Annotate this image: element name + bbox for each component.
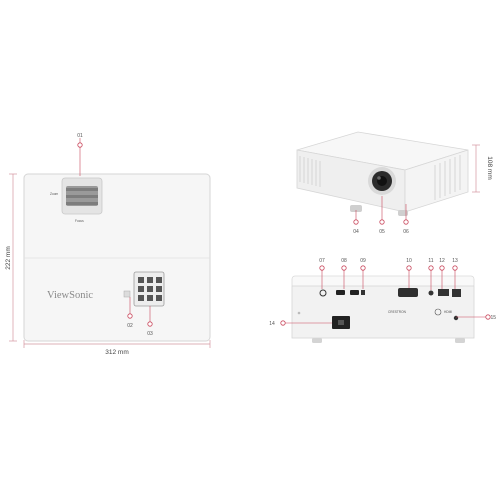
callout-10-label: 10	[406, 258, 412, 264]
front-vent-grille	[299, 156, 321, 187]
callout-06-marker	[403, 219, 409, 225]
security-slot	[453, 315, 459, 321]
hdmi-port-1	[336, 290, 345, 295]
usb-power-port	[438, 289, 449, 296]
callout-08-label: 08	[341, 258, 347, 264]
height-dimension: 222 mm	[5, 173, 17, 342]
depth-label: 108 mm	[486, 156, 493, 179]
callout-labels: 01 02 03 04 05 06 07 08 09 10 11 12 13 1…	[77, 133, 496, 337]
vga-port	[398, 288, 418, 297]
callout-09-marker	[360, 265, 366, 271]
callout-markers	[77, 142, 491, 327]
callout-05-label: 05	[379, 229, 385, 235]
callout-13-label: 13	[452, 258, 458, 264]
crestron-label: CRESTRON	[388, 310, 407, 314]
width-label: 312 mm	[105, 349, 128, 356]
top-view: Zoom Focus ViewSonic 222 mm 312 mm	[5, 173, 211, 356]
callout-09-label: 09	[360, 258, 366, 264]
front-foot-right	[398, 210, 408, 216]
callout-07-marker	[319, 265, 325, 271]
callout-12-marker	[439, 265, 445, 271]
callout-08-marker	[341, 265, 347, 271]
depth-dimension: 108 mm	[472, 144, 493, 193]
usb-port	[361, 290, 365, 295]
callout-01-marker	[77, 142, 83, 148]
hdmi-logo: HDMI	[444, 310, 452, 314]
power-indicator	[123, 290, 131, 298]
callout-02-marker	[127, 313, 133, 319]
audio-jack	[319, 289, 327, 297]
callout-10-marker	[406, 265, 412, 271]
callout-14-marker	[280, 320, 286, 326]
width-dimension: 312 mm	[23, 340, 211, 356]
callout-04-marker	[353, 219, 359, 225]
callout-11-marker	[428, 265, 434, 271]
callout-06-label: 06	[403, 229, 409, 235]
rear-foot-right	[455, 338, 465, 343]
brand-logo: ViewSonic	[47, 290, 93, 301]
callout-12-label: 12	[439, 258, 445, 264]
callout-07-label: 07	[319, 258, 325, 264]
rear-indicator	[297, 311, 301, 315]
callout-03-marker	[147, 321, 153, 327]
keypad-buttons	[138, 277, 162, 301]
side-vent-grille	[434, 155, 461, 200]
callout-05-marker	[379, 219, 385, 225]
top-view-body	[23, 173, 211, 342]
front-view-side-face	[404, 149, 469, 213]
focus-label: Focus	[75, 219, 84, 223]
callout-02-label: 02	[127, 323, 133, 329]
callout-03-label: 03	[147, 331, 153, 337]
callout-11-label: 11	[428, 258, 433, 264]
front-foot-left	[350, 205, 362, 212]
lan-port	[452, 289, 461, 297]
front-view: 108 mm	[296, 131, 493, 216]
callout-15-marker	[485, 314, 491, 320]
rear-foot-left	[312, 338, 322, 343]
ir-port	[428, 290, 434, 296]
callout-13-marker	[452, 265, 458, 271]
hdmi-port-2	[350, 290, 359, 295]
height-label: 222 mm	[5, 246, 12, 269]
callout-15-label: 15	[490, 315, 496, 321]
callout-04-label: 04	[353, 229, 359, 235]
cec-logo	[434, 308, 442, 316]
rear-view: CRESTRON HDMI	[291, 275, 475, 343]
callout-14-label: 14	[269, 321, 275, 327]
callout-01-label: 01	[77, 133, 83, 139]
zoom-label: Zoom	[50, 192, 58, 196]
